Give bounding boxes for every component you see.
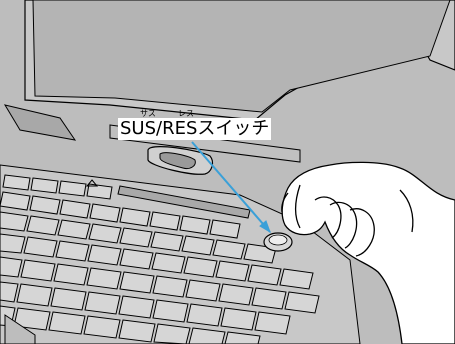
sus-res-button: [264, 233, 292, 251]
sus-res-switch-label: SUS/RESスイッチ: [118, 118, 271, 140]
sus-res-callout: サス レス SUS/RESスイッチ: [118, 108, 278, 148]
